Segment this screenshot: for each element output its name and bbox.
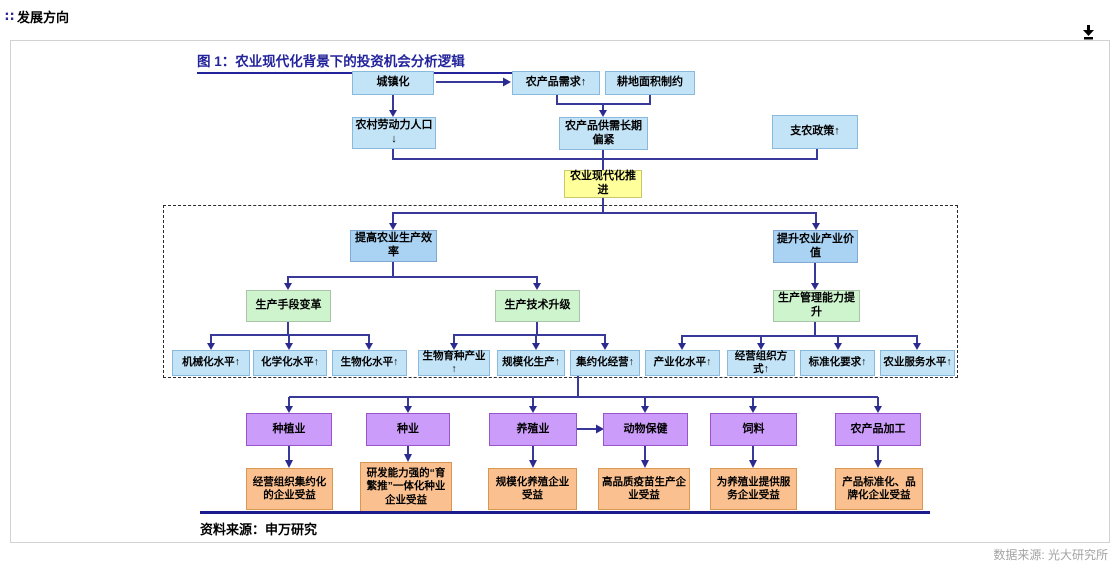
benefit-integrated-seed-firms: 研发能力强的“育繁推”一体化种业企业受益	[360, 462, 452, 512]
node-agri-service-level: 农业服务水平↑	[880, 350, 955, 376]
section-header: ∷ 发展方向	[5, 7, 69, 26]
node-chemicalization: 化学化水平↑	[253, 350, 327, 376]
node-feed-industry: 饲料	[710, 413, 797, 446]
node-rural-labor: 农村劳动力人口↓	[352, 117, 436, 149]
node-farm-product-demand: 农产品需求↑	[512, 71, 600, 95]
node-intensive-operation: 集约化经营↑	[570, 350, 640, 376]
node-mgmt-capability-up: 生产管理能力提升	[773, 290, 860, 322]
node-raise-industry-value: 提升农业产业价值	[773, 230, 858, 263]
node-standardization: 标准化要求↑	[800, 350, 875, 376]
benefit-brand-firms: 产品标准化、品牌化企业受益	[835, 468, 923, 510]
node-scale-production: 规模化生产↑	[497, 350, 565, 376]
dashed-group-frame	[163, 205, 958, 378]
figure-source: 资料来源：申万研究	[200, 522, 318, 537]
section-marker-icon: ∷	[5, 8, 14, 24]
footer-data-source: 数据来源: 光大研究所	[993, 548, 1108, 562]
node-agri-modernization: 农业现代化推进	[564, 170, 642, 198]
node-biologization: 生物化水平↑	[332, 350, 407, 376]
node-industrialization: 产业化水平↑	[645, 350, 720, 376]
node-production-means-change: 生产手段变革	[246, 290, 331, 322]
node-operation-org-mode: 经营组织方式↑	[727, 350, 795, 376]
node-agri-processing: 农产品加工	[835, 413, 921, 446]
node-supply-demand-tight: 农产品供需长期偏紧	[559, 117, 648, 150]
node-bio-breeding-industry: 生物育种产业↑	[418, 350, 490, 376]
node-planting-industry: 种植业	[246, 413, 332, 446]
download-icon[interactable]	[1080, 24, 1097, 41]
node-improve-efficiency: 提高农业生产效率	[350, 230, 437, 262]
node-production-tech-upgrade: 生产技术升级	[495, 290, 580, 322]
node-agri-support-policy: 支农政策↑	[772, 115, 858, 149]
node-livestock-industry: 养殖业	[489, 413, 577, 446]
node-mechanization: 机械化水平↑	[172, 350, 250, 376]
section-title: 发展方向	[17, 10, 70, 25]
node-animal-health: 动物保健	[603, 413, 688, 446]
benefit-vaccine-firms: 高品质疫苗生产企业受益	[598, 468, 690, 510]
benefit-scale-farming-firms: 规模化养殖企业受益	[488, 468, 577, 510]
node-arable-land-constraint: 耕地面积制约	[605, 71, 695, 95]
figure-bottom-rule	[200, 511, 930, 514]
benefit-intensive-org-firms: 经营组织集约化的企业受益	[246, 468, 333, 510]
benefit-service-firms: 为养殖业提供服务企业受益	[710, 468, 797, 510]
node-seed-industry: 种业	[366, 413, 450, 446]
node-urbanization: 城镇化	[352, 71, 434, 95]
